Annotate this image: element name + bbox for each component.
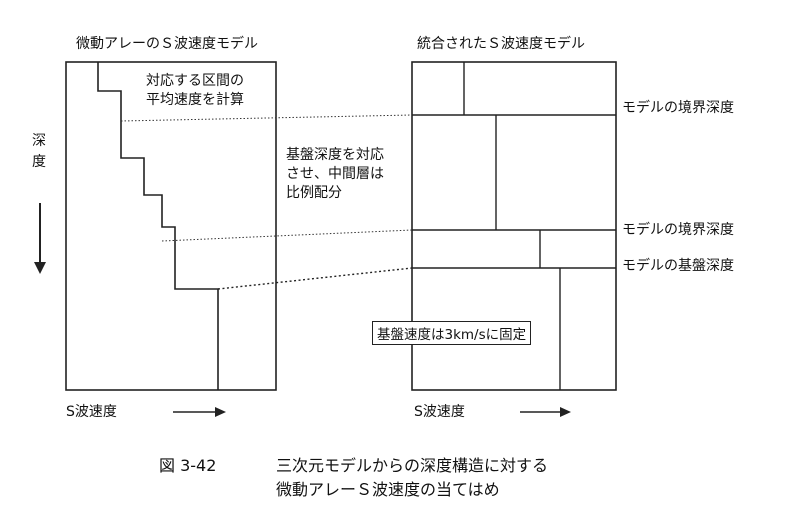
right-model-frame [411,61,617,391]
depth-axis-label: 深 度 [32,133,46,170]
average-velocity-note: 対応する区間の 平均速度を計算 [146,73,244,108]
basement-depth-label: モデルの基盤深度 [622,258,734,274]
velocity-step-profile [97,62,219,390]
right-model-title: 統合されたＳ波速度モデル [417,36,585,52]
left-s-wave-velocity-label: S波速度 [66,404,117,420]
right-velocity-arrow [520,407,571,417]
fixed-basement-velocity-label: 基盤速度は3km/sに固定 [372,321,532,345]
right-s-wave-velocity-label: S波速度 [414,404,465,420]
connector-boundary-1 [120,114,413,122]
connector-boundary-2 [161,229,413,242]
left-model-title: 微動アレーのＳ波速度モデル [76,36,258,52]
depth-arrow [34,203,46,274]
caption-line-2: 微動アレーＳ波速度の当てはめ [276,480,500,499]
basement-depth-note: 基盤深度を対応 させ、中間層は 比例配分 [286,147,384,201]
boundary-depth-label-1: モデルの境界深度 [622,100,734,116]
boundary-depth-label-2: モデルの境界深度 [622,222,734,238]
figure-number: 図 3-42 [159,456,217,475]
left-model-frame [65,61,277,391]
left-velocity-arrow [173,407,226,417]
caption-line-1: 三次元モデルからの深度構造に対する [276,456,549,475]
connector-basement [217,267,413,290]
